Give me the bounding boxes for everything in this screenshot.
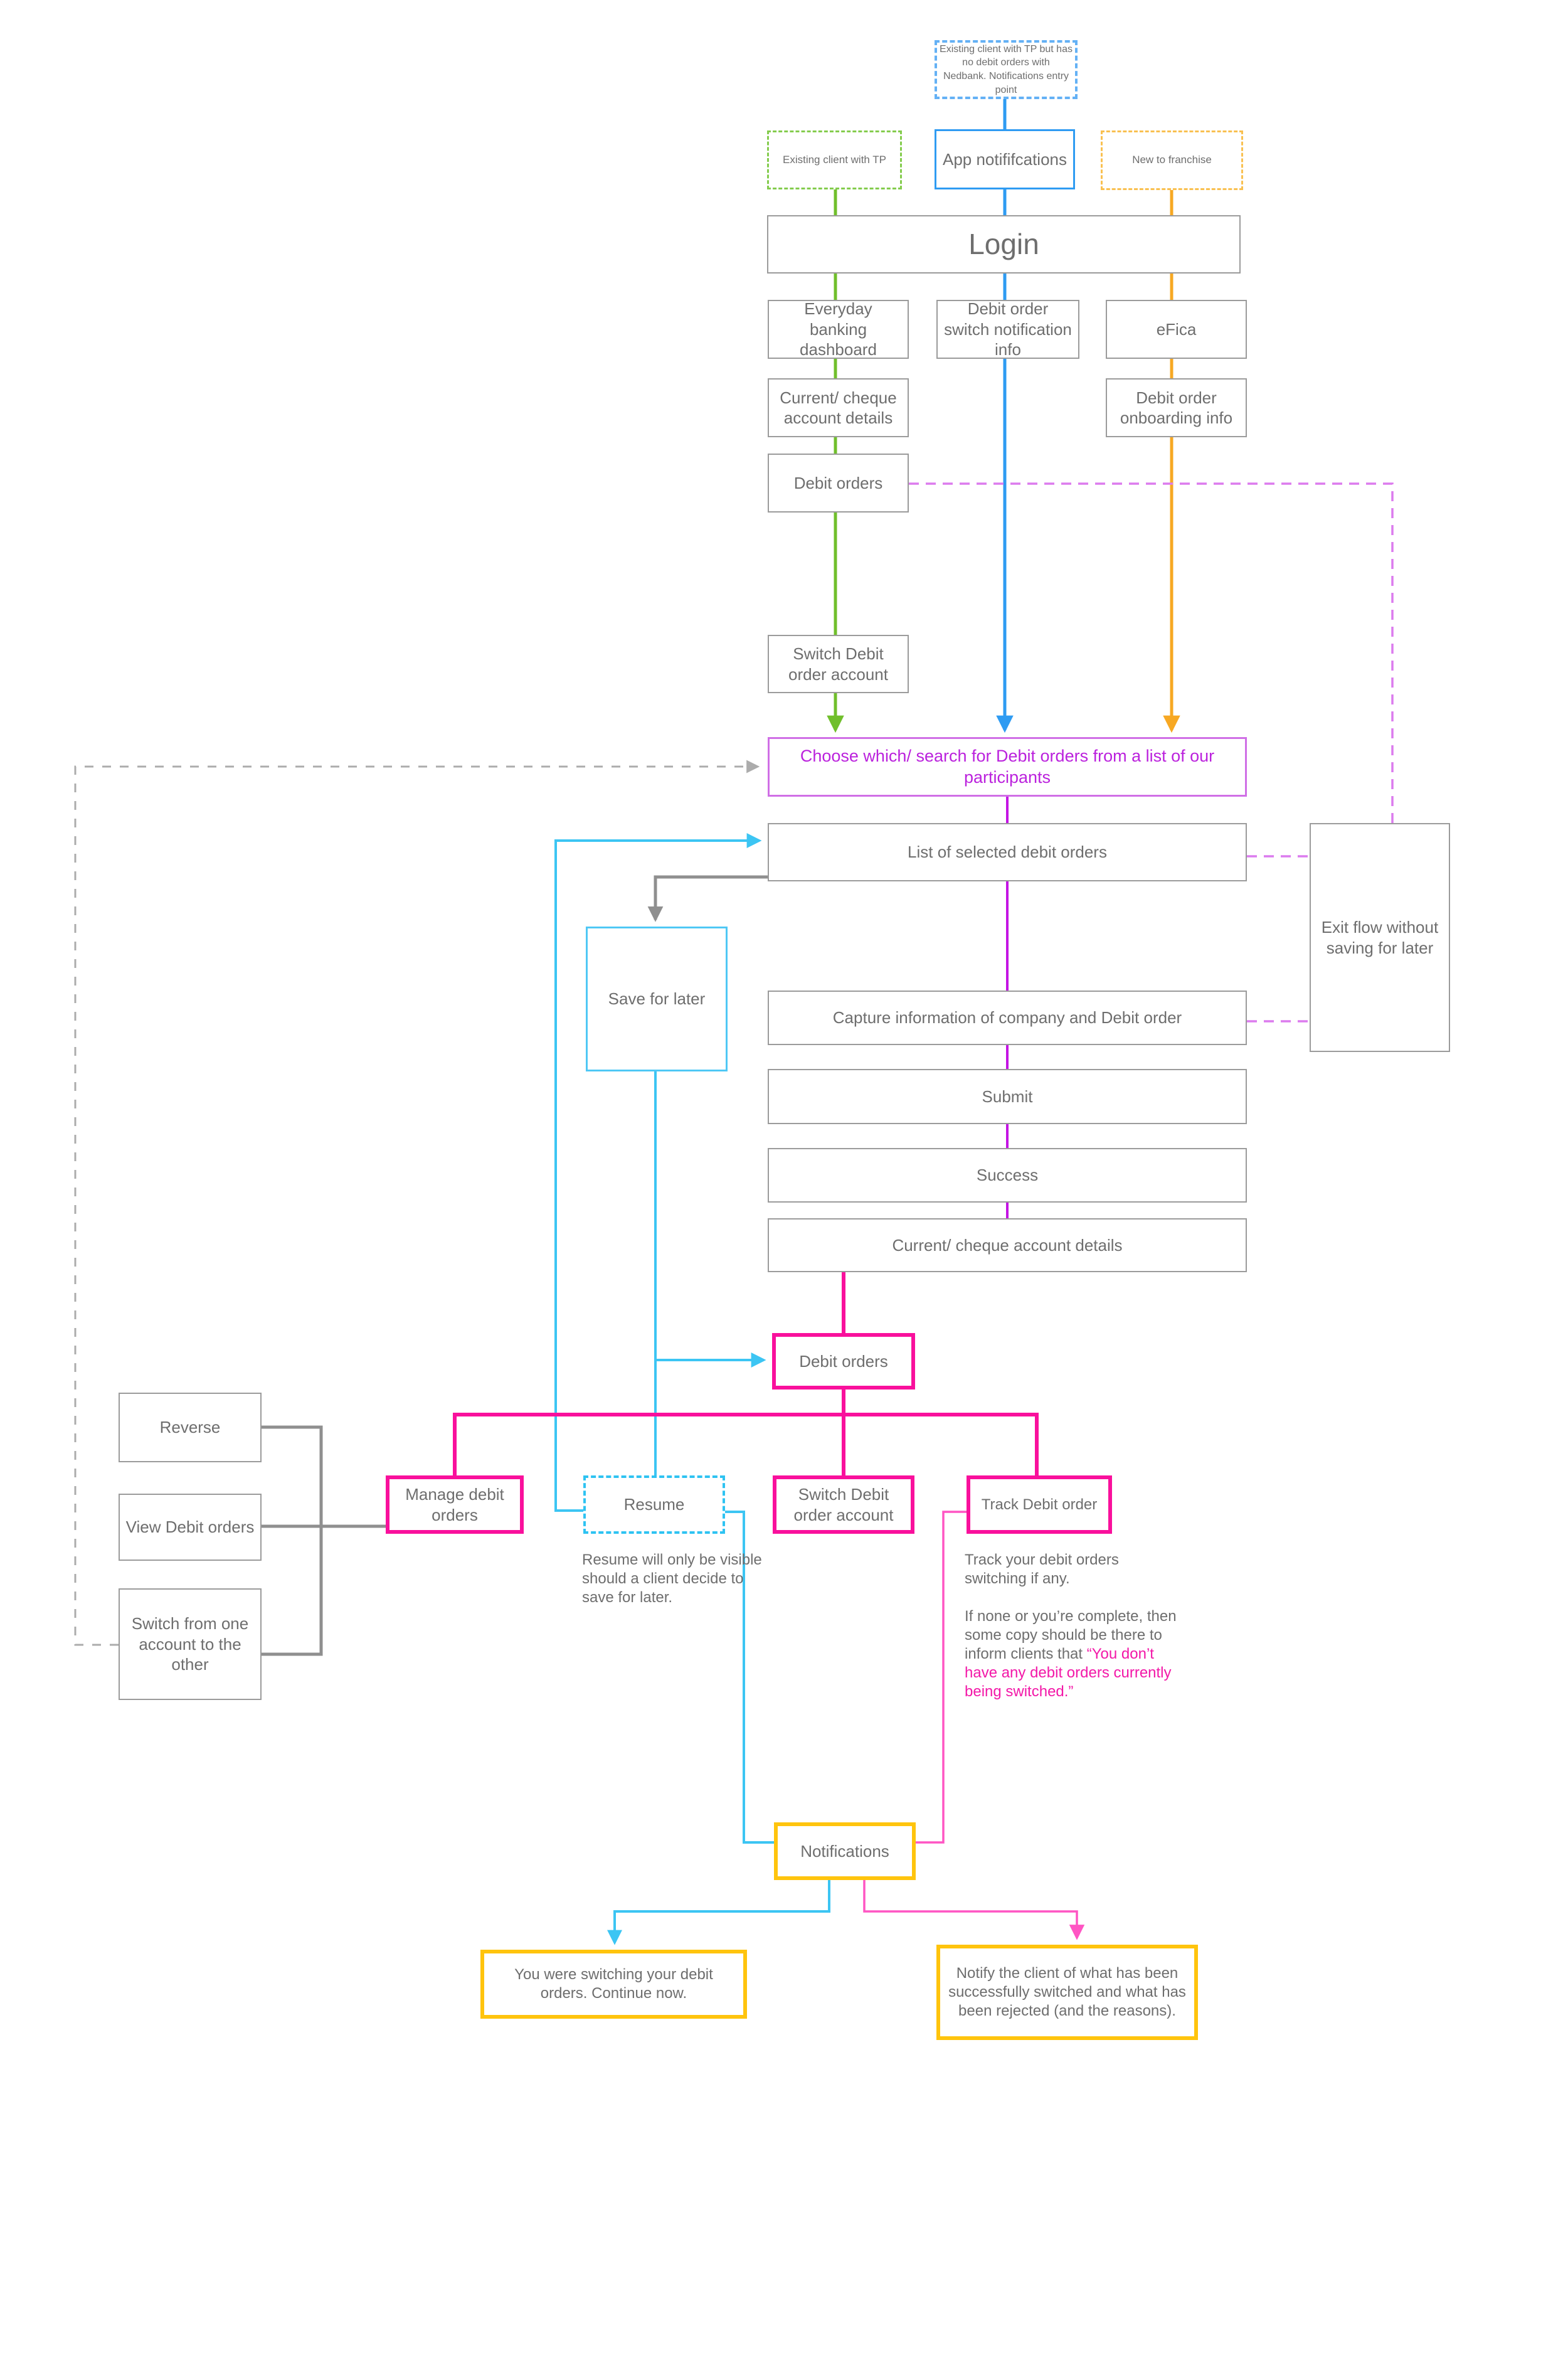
node-switch-one-account: Switch from one account to the other xyxy=(119,1588,262,1700)
node-save-for-later: Save for later xyxy=(586,927,728,1071)
node-track-debit-order: Track Debit order xyxy=(967,1475,1112,1534)
node-capture-info: Capture information of company and Debit… xyxy=(768,991,1247,1045)
track-annotation-quote: “You don’t have any debit orders current… xyxy=(965,1645,1172,1700)
track-annotation: Track your debit orders switching if any… xyxy=(965,1551,1181,1701)
node-exit-flow: Exit flow without saving for later xyxy=(1310,823,1450,1052)
node-reverse: Reverse xyxy=(119,1393,262,1462)
node-current-cheque-1: Current/ cheque account details xyxy=(768,378,909,437)
node-notify-result: Notify the client of what has been succe… xyxy=(936,1945,1198,2040)
node-login: Login xyxy=(767,215,1241,274)
node-resume: Resume xyxy=(583,1475,725,1534)
track-annotation-line1: Track your debit orders switching if any… xyxy=(965,1551,1119,1587)
node-continue-notification: You were switching your debit orders. Co… xyxy=(480,1950,747,2019)
node-existing-client: Existing client with TP xyxy=(767,130,902,189)
node-switch-notification-info: Debit order switch notification info xyxy=(936,299,1079,359)
node-view-debit-orders: View Debit orders xyxy=(119,1494,262,1561)
node-success: Success xyxy=(768,1148,1247,1203)
node-entry-note: Existing client with TP but has no debit… xyxy=(935,40,1078,99)
resume-annotation: Resume will only be visible should a cli… xyxy=(582,1551,762,1606)
node-everyday-banking: Everyday banking dashboard xyxy=(768,299,909,359)
node-switch-account-1: Switch Debit order account xyxy=(768,635,909,693)
track-annotation-line2: If none or you’re complete, then some co… xyxy=(965,1608,1177,1700)
node-app-notifications: App notififcations xyxy=(935,129,1075,189)
node-current-cheque-2: Current/ cheque account details xyxy=(768,1218,1247,1272)
node-debit-orders-2: Debit orders xyxy=(772,1333,915,1390)
node-choose-participants: Choose which/ search for Debit orders fr… xyxy=(768,737,1247,797)
node-efica: eFica xyxy=(1106,300,1247,359)
node-switch-account-2: Switch Debit order account xyxy=(773,1475,914,1534)
node-notifications: Notifications xyxy=(774,1822,916,1880)
node-submit: Submit xyxy=(768,1069,1247,1124)
node-onboarding-info: Debit order onboarding info xyxy=(1106,378,1247,437)
node-list-selected: List of selected debit orders xyxy=(768,823,1247,881)
node-debit-orders-1: Debit orders xyxy=(768,454,909,513)
node-manage-debit-orders: Manage debit orders xyxy=(386,1475,524,1534)
node-new-to-franchise: New to franchise xyxy=(1101,130,1243,190)
